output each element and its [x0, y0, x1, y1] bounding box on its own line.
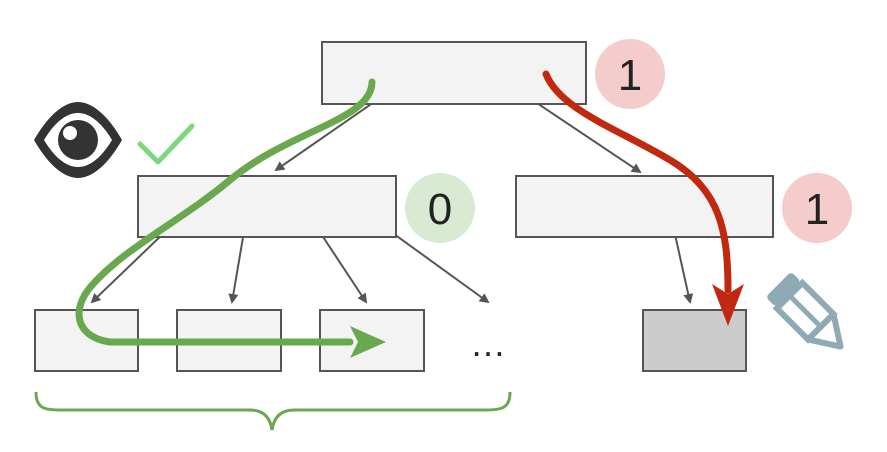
left-child-badge: 0 [405, 173, 475, 243]
right-child-badge: 1 [782, 173, 852, 243]
right-child-node [515, 175, 774, 238]
check-icon [137, 123, 195, 165]
root-badge: 1 [595, 39, 665, 109]
red-path-arrowhead [712, 284, 744, 326]
leaf-group-brace [34, 391, 512, 431]
eye-icon [34, 102, 122, 178]
root-badge-value: 1 [618, 51, 642, 100]
more-leaves-ellipsis: … [470, 323, 506, 364]
red-update-path [542, 70, 744, 326]
green-scan-path [75, 78, 386, 358]
pencil-icon [767, 273, 844, 350]
right-child-badge-value: 1 [805, 185, 829, 234]
green-path-arrowhead [350, 326, 386, 358]
left-child-badge-value: 0 [428, 185, 452, 234]
left-child-node [137, 175, 397, 238]
